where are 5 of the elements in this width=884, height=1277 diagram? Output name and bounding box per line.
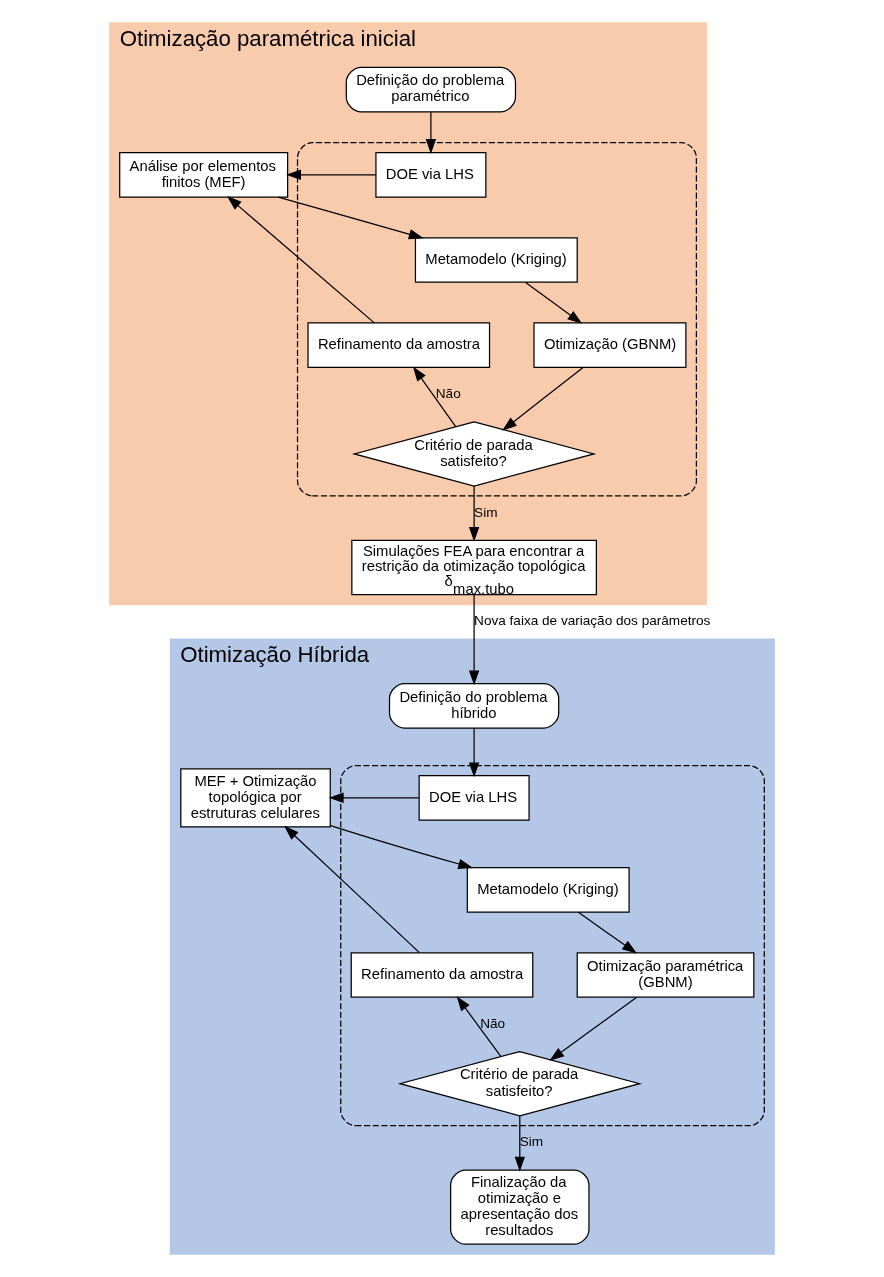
edge-label: Não [435, 386, 461, 402]
edge-label: Não [480, 1015, 506, 1031]
edge-label: Sim [519, 1134, 544, 1150]
edge-label: Sim [474, 504, 498, 520]
edge-label: Nova faixa de variação dos parâmetros [474, 613, 711, 629]
